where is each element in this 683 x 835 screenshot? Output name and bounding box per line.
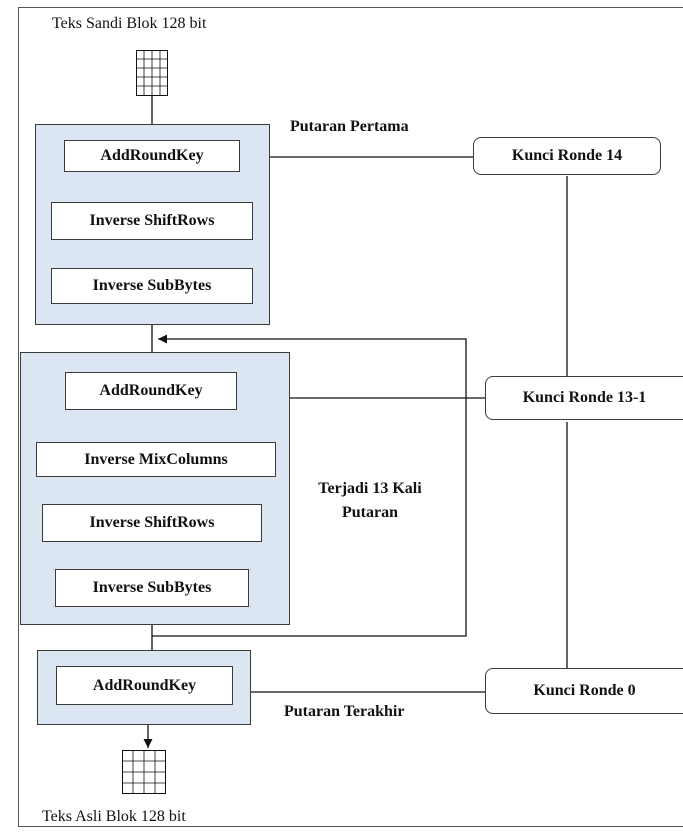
round-key-13-1: Kunci Ronde 13-1: [485, 376, 683, 420]
final-round-step-1: AddRoundKey: [56, 666, 233, 705]
ciphertext-label: Teks Sandi Blok 128 bit: [52, 15, 207, 32]
middle-round-step-1: AddRoundKey: [65, 372, 237, 410]
first-round-step-2: Inverse ShiftRows: [51, 202, 253, 240]
diagram-frame: [18, 7, 683, 827]
plaintext-block-icon: [122, 750, 166, 794]
first-round-step-1: AddRoundKey: [64, 140, 240, 172]
middle-round-caption-line1: Terjadi 13 Kali: [318, 480, 422, 497]
middle-round-step-4: Inverse SubBytes: [55, 569, 249, 607]
middle-round-step-2: Inverse MixColumns: [36, 442, 276, 477]
plaintext-label: Teks Asli Blok 128 bit: [42, 808, 186, 825]
middle-round-caption-line2: Putaran: [342, 504, 398, 521]
first-round-step-3: Inverse SubBytes: [51, 268, 253, 304]
round-key-0: Kunci Ronde 0: [485, 668, 683, 714]
final-round-caption: Putaran Terakhir: [284, 703, 405, 720]
middle-round-step-3: Inverse ShiftRows: [42, 504, 262, 542]
first-round-caption: Putaran Pertama: [290, 118, 409, 135]
ciphertext-block-icon: [136, 50, 168, 96]
round-key-14: Kunci Ronde 14: [473, 137, 661, 175]
